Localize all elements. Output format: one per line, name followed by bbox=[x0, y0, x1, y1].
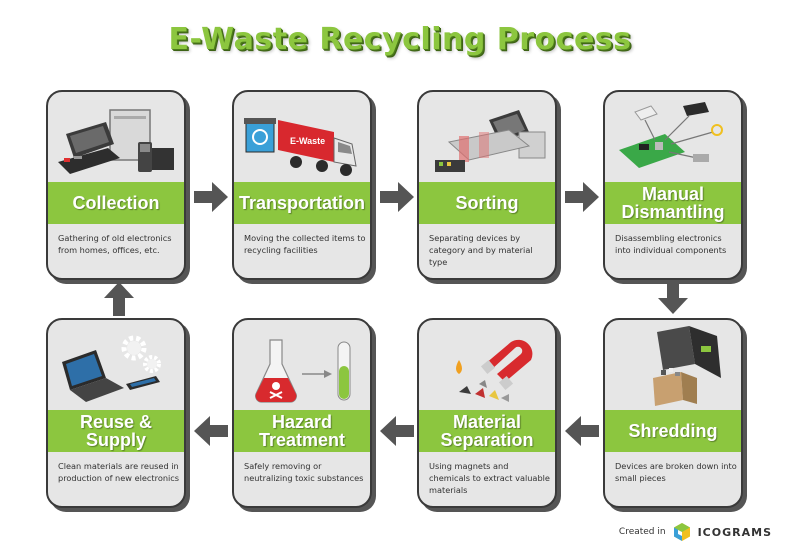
sorting-icon bbox=[435, 110, 546, 172]
step-description: Using magnets and chemicals to extract v… bbox=[429, 461, 550, 495]
arrow-left-icon bbox=[565, 416, 599, 446]
arrow-right-icon bbox=[194, 182, 228, 212]
step-description: Gathering of old electronics from homes,… bbox=[58, 233, 172, 255]
step-label: Hazard Treatment bbox=[234, 410, 370, 452]
flask-icon bbox=[255, 339, 351, 403]
arrow-down-icon bbox=[658, 280, 688, 314]
arrow-up-icon bbox=[104, 282, 134, 316]
step-card-manual-dismantling: Manual Dismantling Disassembling electro… bbox=[603, 90, 743, 280]
gear-icon bbox=[121, 335, 161, 373]
step-description: Safely removing or neutralizing toxic su… bbox=[244, 461, 364, 483]
truck-label: E-Waste bbox=[290, 136, 325, 146]
step-card-collection: Collection Gathering of old electronics … bbox=[46, 90, 186, 280]
step-label: Reuse & Supply bbox=[48, 410, 184, 452]
step-label: Shredding bbox=[605, 410, 741, 452]
step-label: Manual Dismantling bbox=[605, 182, 741, 224]
icograms-logo-icon bbox=[673, 523, 690, 541]
arrow-right-icon bbox=[380, 182, 414, 212]
step-label: Material Separation bbox=[419, 410, 555, 452]
step-description: Disassembling electronics into individua… bbox=[615, 233, 727, 255]
laptop-icon bbox=[62, 335, 161, 402]
step-label: Sorting bbox=[419, 182, 555, 224]
step-card-transportation: E-Waste Transportation Moving the collec… bbox=[232, 90, 372, 280]
step-description: Separating devices by category and by ma… bbox=[429, 233, 533, 267]
step-card-material-separation: Material Separation Using magnets and ch… bbox=[417, 318, 557, 508]
page-title: E-Waste Recycling Process bbox=[168, 22, 632, 57]
collection-icon bbox=[58, 109, 174, 174]
brand-name: ICOGRAMS bbox=[697, 525, 772, 539]
step-label: Collection bbox=[48, 182, 184, 224]
step-label: Transportation bbox=[234, 182, 370, 224]
footer-credit: Created in ICOGRAMS bbox=[619, 522, 772, 542]
step-description: Moving the collected items to recycling … bbox=[244, 233, 366, 255]
step-card-hazard-treatment: Hazard Treatment Safely removing or neut… bbox=[232, 318, 372, 508]
step-description: Clean materials are reused in production… bbox=[58, 461, 180, 483]
dismantling-icon bbox=[619, 102, 723, 168]
arrow-left-icon bbox=[380, 416, 414, 446]
arrow-left-icon bbox=[194, 416, 228, 446]
shredder-icon bbox=[653, 326, 721, 406]
arrow-right-icon bbox=[565, 182, 599, 212]
magnet-icon bbox=[456, 339, 533, 402]
truck-icon: E-Waste bbox=[244, 118, 357, 176]
step-card-shredding: Shredding Devices are broken down into s… bbox=[603, 318, 743, 508]
step-card-reuse-supply: Reuse & Supply Clean materials are reuse… bbox=[46, 318, 186, 508]
step-card-sorting: Sorting Separating devices by category a… bbox=[417, 90, 557, 280]
created-in-text: Created in bbox=[618, 527, 666, 537]
step-description: Devices are broken down into small piece… bbox=[615, 461, 737, 483]
